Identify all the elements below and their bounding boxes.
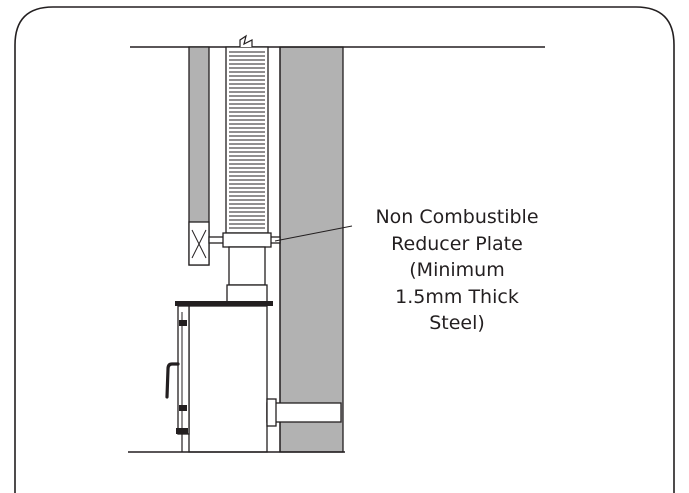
stove-body xyxy=(188,305,268,453)
stove-top-plate xyxy=(175,301,273,306)
support-block-cross-b xyxy=(191,229,207,259)
reducer-plate-callout: Non Combustible Reducer Plate (Minimum 1… xyxy=(352,204,562,337)
callout-line: Reducer Plate xyxy=(391,232,523,255)
chimney-wall xyxy=(279,46,344,453)
flue-adaptor xyxy=(228,246,266,286)
stove-foot xyxy=(176,428,188,434)
callout-line: Non Combustible xyxy=(375,206,539,228)
door-hinge-bottom xyxy=(179,405,187,411)
diagram-frame xyxy=(14,6,675,493)
break-symbol xyxy=(239,34,253,47)
callout-leader-line xyxy=(274,225,353,242)
callout-line: Steel) xyxy=(429,312,485,334)
liner-collar xyxy=(222,232,272,248)
stove-door-handle xyxy=(165,362,180,399)
liner-corrugations xyxy=(229,51,265,229)
callout-line: 1.5mm Thick xyxy=(395,285,519,308)
door-hinge-top xyxy=(179,320,187,326)
rear-flue-pipe xyxy=(266,402,342,423)
flue-spigot xyxy=(226,284,268,304)
rear-flue-collar xyxy=(266,398,277,427)
callout-line: (Minimum xyxy=(409,259,505,281)
